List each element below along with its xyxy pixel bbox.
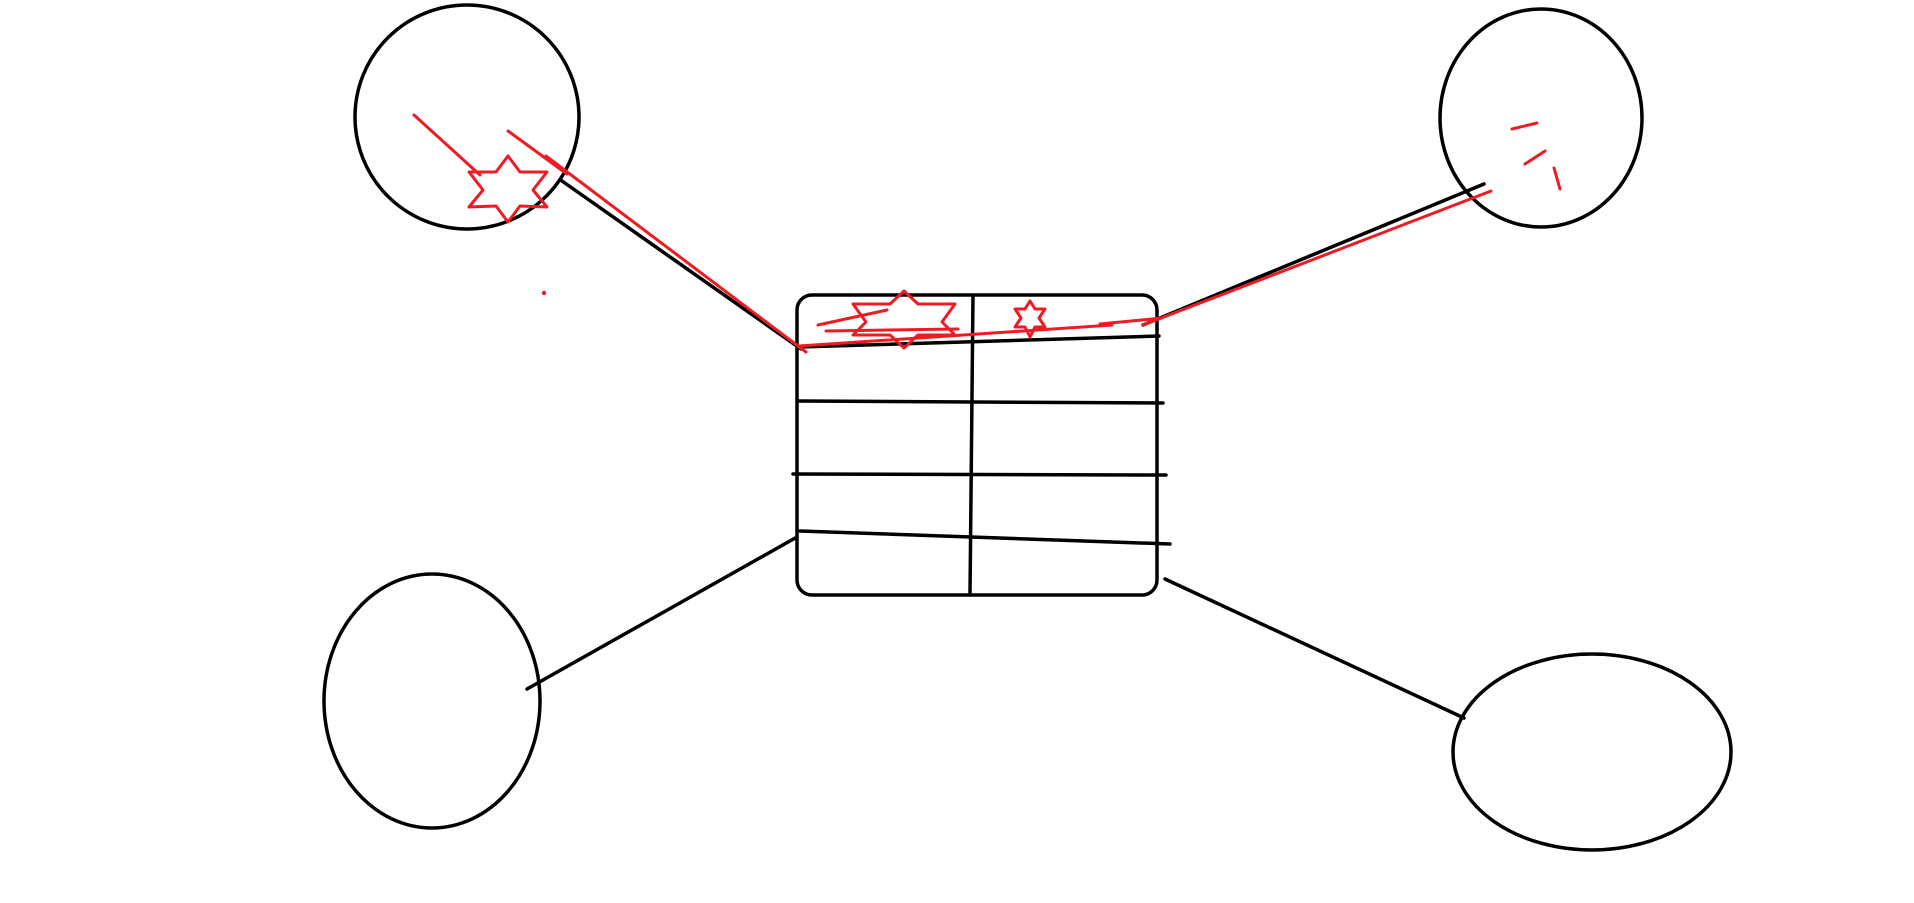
red-stroke-header-3 [824,327,960,333]
red-annotations [412,113,1562,354]
star-icon [851,289,957,350]
connector-top-right [1141,182,1486,327]
red-stroke-header-4 [1098,316,1164,326]
table-row-divider-3 [791,472,1168,477]
connector-bottom-left [525,535,799,691]
red-dash-top-right-3 [1552,166,1562,191]
connector-top-left [560,179,803,351]
red-dot [541,290,547,296]
table-column-divider [968,293,975,597]
table-border [795,293,1159,597]
star-icon [1013,299,1047,339]
red-stroke-top-right-connector [1141,189,1493,327]
connector-bottom-right [1163,577,1466,720]
red-dash-top-right-1 [1510,121,1539,131]
red-stroke-top-left-2 [506,129,569,176]
central-table [791,293,1172,597]
satellite-top-right [1438,7,1644,229]
satellite-top-left [353,3,581,231]
satellite-bottom-right [1451,652,1733,852]
table-row-divider-1 [797,334,1161,349]
red-stroke-header-2 [816,308,889,327]
red-stroke-top-left-connector [544,154,808,354]
satellite-bottom-left [322,572,542,830]
table-row-divider-4 [798,529,1172,546]
red-dash-top-right-2 [1523,149,1547,166]
star-icon [467,154,549,224]
table-row-divider-2 [797,399,1165,405]
red-stroke-top-left-1 [412,113,482,177]
